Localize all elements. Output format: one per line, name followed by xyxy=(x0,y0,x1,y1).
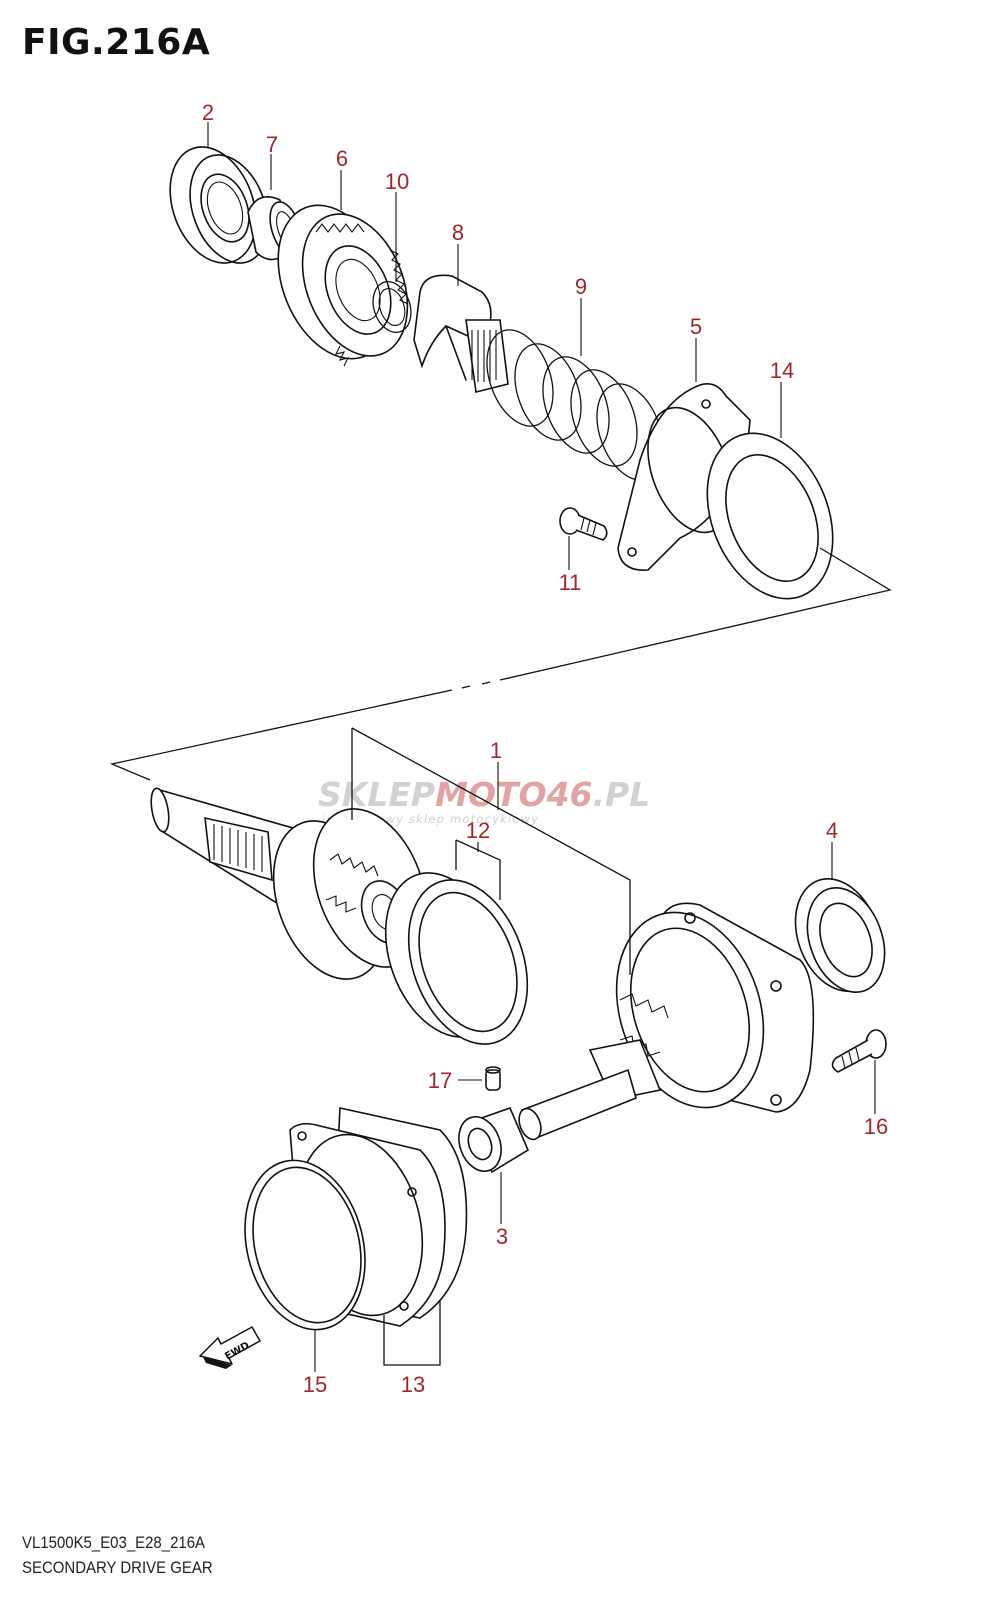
part-10-circlip xyxy=(372,281,412,333)
part-15-o-ring xyxy=(244,1159,366,1331)
watermark: SKLEPMOTO46.PL internetowy sklep motocyk… xyxy=(318,775,650,826)
callout-7: 7 xyxy=(266,132,278,157)
figure-caption: SECONDARY DRIVE GEAR xyxy=(22,1558,213,1577)
callout-14: 14 xyxy=(770,358,794,383)
fwd-arrow-icon: FWD xyxy=(199,1326,261,1369)
part-11-bolt xyxy=(559,507,608,541)
callout-13: 13 xyxy=(401,1372,425,1397)
watermark-brand-part4: .PL xyxy=(593,775,651,814)
watermark-brand-part1: SKLEP xyxy=(318,775,435,814)
callout-12: 12 xyxy=(466,818,490,843)
figure-footer: VL1500K5_E03_E28_216A SECONDARY DRIVE GE… xyxy=(22,1530,239,1580)
callouts: 1 2 3 4 5 6 7 8 9 10 11 12 13 14 15 16 1… xyxy=(202,100,888,1397)
figure-title: FIG.216A xyxy=(22,22,211,63)
part-14-shim xyxy=(706,432,834,600)
callout-2: 2 xyxy=(202,100,214,125)
watermark-brand-part3: 46 xyxy=(546,775,593,814)
part-6-gear xyxy=(277,204,409,367)
callout-5: 5 xyxy=(690,314,702,339)
callout-16: 16 xyxy=(864,1114,888,1139)
callout-11: 11 xyxy=(559,570,582,595)
callout-10: 10 xyxy=(385,169,409,194)
callout-6: 6 xyxy=(336,146,348,171)
callout-17: 17 xyxy=(428,1068,452,1093)
model-code: VL1500K5_E03_E28_216A xyxy=(22,1533,206,1552)
part-8-cam xyxy=(413,274,509,393)
part-1-gear-housing xyxy=(518,902,815,1141)
part-16-bolt xyxy=(831,1029,887,1073)
svg-text:SKLEPMOTO46.PL: SKLEPMOTO46.PL xyxy=(318,775,650,814)
part-12-shim-ring xyxy=(384,872,529,1045)
part-17-dowel-pin xyxy=(485,1066,501,1091)
callout-1: 1 xyxy=(490,738,502,763)
callout-9: 9 xyxy=(575,274,587,299)
callout-8: 8 xyxy=(452,220,464,245)
part-4-oil-seal xyxy=(794,878,886,994)
watermark-brand-part2: MOTO xyxy=(435,775,546,814)
callout-15: 15 xyxy=(303,1372,327,1397)
part-9-spring xyxy=(486,329,664,481)
callout-4: 4 xyxy=(826,818,838,843)
callout-3: 3 xyxy=(496,1224,508,1249)
part-3-coupling xyxy=(458,1106,530,1174)
